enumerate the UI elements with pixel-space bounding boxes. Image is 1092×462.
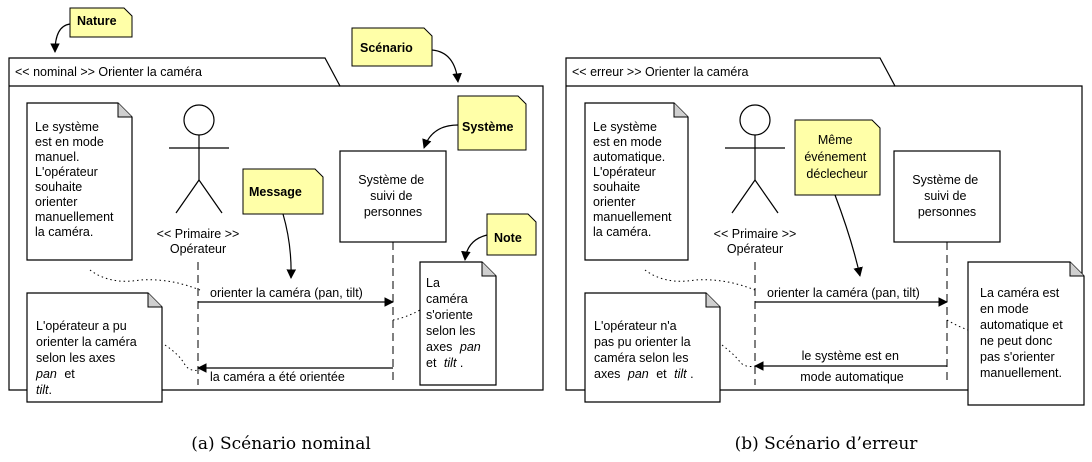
actor-stereotype: << Primaire >> bbox=[157, 227, 240, 241]
note-right-text: La caméra s'oriente selon les axes pan e… bbox=[426, 276, 484, 370]
note-precondition-link bbox=[89, 269, 201, 291]
callout-systeme: Système bbox=[422, 95, 527, 151]
caption-erreur: (b) Scénario d’erreur bbox=[735, 434, 919, 454]
message-return-label: la caméra a été orientée bbox=[210, 370, 345, 384]
note-postcondition-tilt: tilt. bbox=[36, 383, 52, 397]
note-fold-icon bbox=[147, 293, 162, 308]
frame-title-nominal: << nominal >> Orienter la caméra bbox=[15, 65, 202, 79]
actor-operateur: << Primaire >> Opérateur bbox=[714, 104, 797, 256]
note-postcondition-text: L'opérateur n'a pas pu orienter la camér… bbox=[594, 319, 694, 381]
actor-name: Opérateur bbox=[727, 242, 783, 256]
note-precondition-link bbox=[644, 269, 756, 291]
callout-message: Message bbox=[242, 168, 324, 279]
callout-meme-evenement: Même événement déclecheur bbox=[794, 119, 881, 277]
system-box bbox=[339, 150, 447, 243]
svg-text:Note: Note bbox=[494, 231, 522, 245]
note-fold-icon bbox=[1069, 262, 1084, 277]
note-precondition-text: Le système est en mode automatique. L'op… bbox=[593, 120, 675, 239]
actor-name: Opérateur bbox=[170, 242, 226, 256]
note-postcondition bbox=[26, 292, 163, 403]
note-postcondition-text: L'opérateur a pu orienter la caméra selo… bbox=[35, 319, 140, 381]
panel-erreur: << erreur >> Orienter la caméra Le systè… bbox=[565, 57, 1085, 454]
note-postcondition-link bbox=[721, 344, 757, 367]
frame-title-erreur: << erreur >> Orienter la caméra bbox=[572, 65, 749, 79]
note-fold-icon bbox=[117, 103, 132, 118]
system-box bbox=[893, 150, 1001, 243]
svg-text:Système: Système bbox=[462, 120, 513, 134]
actor-operateur: << Primaire >> Opérateur bbox=[157, 104, 240, 256]
note-right bbox=[419, 261, 497, 386]
message-return-label: le système est en mode automatique bbox=[800, 349, 904, 384]
system-label: Système de suivi de personnes bbox=[358, 173, 428, 219]
note-right bbox=[967, 261, 1085, 406]
message-forward-label: orienter la caméra (pan, tilt) bbox=[767, 286, 920, 300]
note-precondition bbox=[26, 102, 133, 261]
caption-nominal: (a) Scénario nominal bbox=[191, 434, 371, 454]
system-label: Système de suivi de personnes bbox=[912, 173, 982, 219]
actor-head-icon bbox=[739, 104, 771, 136]
svg-text:Nature: Nature bbox=[77, 14, 117, 28]
note-fold-icon bbox=[673, 103, 688, 118]
note-postcondition bbox=[584, 292, 721, 403]
note-right-text: La caméra est en mode automatique et ne … bbox=[980, 286, 1066, 380]
svg-text:Scénario: Scénario bbox=[360, 41, 413, 55]
note-precondition bbox=[584, 102, 689, 261]
svg-text:Message: Message bbox=[249, 185, 302, 199]
actor-head-icon bbox=[183, 104, 215, 136]
callout-note: Note bbox=[461, 213, 537, 261]
panel-nominal: << nominal >> Orienter la caméra Le syst… bbox=[8, 7, 544, 454]
callout-nature: Nature bbox=[50, 7, 133, 53]
note-fold-icon bbox=[481, 262, 496, 277]
note-fold-icon bbox=[705, 293, 720, 308]
actor-stereotype: << Primaire >> bbox=[714, 227, 797, 241]
note-precondition-text: Le système est en mode manuel. L'opérate… bbox=[35, 120, 117, 239]
message-forward-label: orienter la caméra (pan, tilt) bbox=[210, 286, 363, 300]
note-postcondition-link bbox=[164, 344, 201, 371]
svg-text:Même événement: Même événement déclecheur bbox=[804, 133, 869, 181]
callout-scenario: Scénario bbox=[351, 27, 462, 83]
